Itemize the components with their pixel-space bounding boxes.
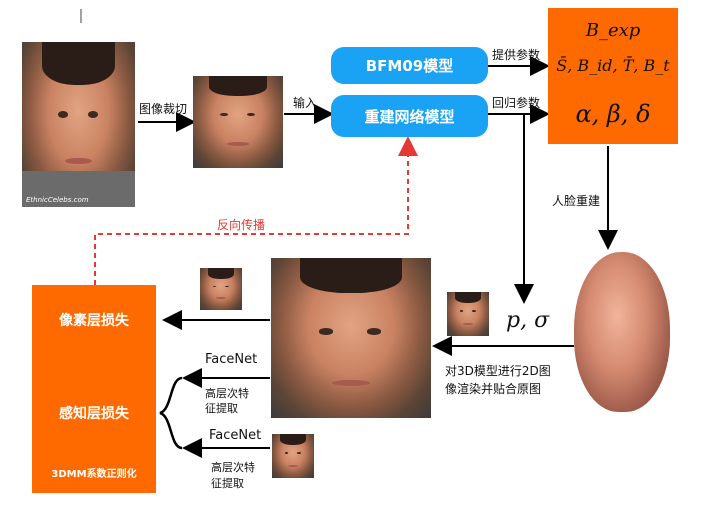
- crop-label: 图像裁切: [139, 102, 188, 116]
- feature-label-1-line-2: 征提取: [205, 402, 238, 415]
- pixel-loss-label: 像素层损失: [59, 313, 129, 329]
- feature-label-1-line-1: 高层次特: [205, 387, 249, 400]
- param-line-1: B_exp: [585, 20, 641, 41]
- backprop-path: [94, 136, 418, 285]
- face-recon-label: 人脸重建: [552, 194, 601, 208]
- param-line-2: S̄, B_id, T̄, B_t: [556, 56, 670, 75]
- original-photo: EthnicCelebs.com: [22, 42, 135, 207]
- loss-box: 像素层损失 感知层损失 3DMM系数正则化: [32, 285, 156, 493]
- backprop-label: 反向传播: [217, 218, 266, 232]
- perceptual-loss-label: 感知层损失: [59, 406, 129, 422]
- thumbnail-bottom: [272, 434, 314, 478]
- thumbnail-top: [200, 268, 242, 310]
- facenet-label-1: FaceNet: [205, 352, 258, 367]
- pose-thumbnail: [447, 292, 489, 336]
- pose-symbols: p, σ: [506, 308, 550, 333]
- cropped-photo: [193, 76, 283, 168]
- parameter-box: B_exp S̄, B_id, T̄, B_t α, β, δ: [548, 8, 678, 144]
- reconstruction-network-button[interactable]: 重建网络模型: [331, 95, 488, 137]
- render-label-line-2: 像渲染并贴合原图: [445, 382, 542, 396]
- photo-watermark: EthnicCelebs.com: [26, 196, 89, 204]
- feature-label-2-line-1: 高层次特: [211, 461, 255, 474]
- rendered-face: [271, 258, 431, 418]
- regress-params-label: 回归参数: [492, 96, 541, 110]
- render-label-line-1: 对3D模型进行2D图: [445, 364, 551, 378]
- feature-label-2-line-2: 征提取: [211, 477, 244, 490]
- regularization-label: 3DMM系数正则化: [51, 469, 137, 480]
- 3d-face-model: [574, 252, 670, 412]
- facenet-label-2: FaceNet: [209, 428, 262, 443]
- provide-params-label: 提供参数: [492, 48, 541, 62]
- bfm09-model-button[interactable]: BFM09模型: [331, 47, 488, 84]
- input-label: 输入: [293, 96, 318, 110]
- merge-brace: [159, 376, 183, 450]
- param-line-3: α, β, δ: [575, 100, 651, 128]
